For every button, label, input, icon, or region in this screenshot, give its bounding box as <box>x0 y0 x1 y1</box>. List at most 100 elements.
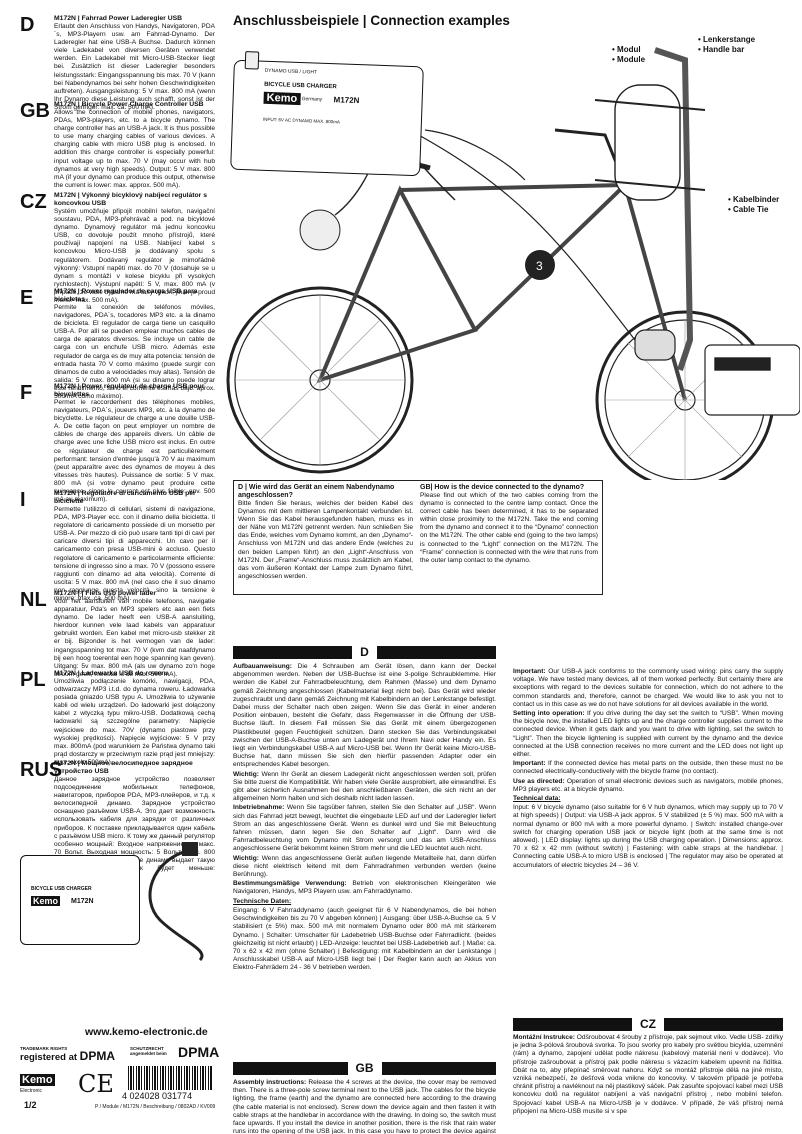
paragraph-heading: Use as directed: <box>513 777 565 785</box>
language-body: Permite la conexión de teléfonos móviles… <box>54 304 215 401</box>
trademark-block: TRADEMARK RIGHTS registered at DPMA <box>20 1046 116 1063</box>
gb-question-body: Please find out which of the two cables … <box>420 492 598 564</box>
paragraph: Inbetriebnahme: Wenn Sie tagsüber fahren… <box>233 804 496 853</box>
paragraph-heading: Wichtig: <box>233 854 259 862</box>
paragraph: Bestimmungsmäßige Verwendung: Betrieb vo… <box>233 880 496 896</box>
product-photo: BICYCLE USB CHARGER Kemo M172N <box>20 840 215 965</box>
section-cz-body: Montážní Instrukce: Odšroubovat 4 šrouby… <box>513 1034 783 1134</box>
device-graphic: DYNAMO USB / LIGHT BICYCLE USB CHARGER K… <box>230 51 424 177</box>
paragraph-text: Betrieb von elektronischen Kleingeräten … <box>233 880 496 896</box>
de-question-body: Bitte finden Sie heraus, welches der bei… <box>238 500 413 580</box>
paragraph-text: Operation of small electronic devices su… <box>513 777 783 793</box>
schutzrecht-block: SCHUTZRECHT angemeldet beim <box>130 1046 167 1056</box>
kemo-logo: Kemo Electronic <box>20 1074 55 1094</box>
paragraph-text: Wenn Sie tagsüber fahren, stellen Sie de… <box>233 804 496 853</box>
paragraph-text: Die 4 Schrauben am Gerät lösen, dann kan… <box>233 663 496 769</box>
tech-data-title: Technische Daten: <box>233 897 292 905</box>
language-block-cz: CZ M172N | Výkonný bicyklový nabíjecí reg… <box>20 192 215 305</box>
language-code: I <box>20 489 26 511</box>
barcode-number: 4 024028 031774 <box>122 1091 193 1101</box>
device-specs: INPUT: 6V AC DYNAMO MAX. 800mA <box>262 116 340 125</box>
language-title: M172N | Мощное велосипедное зарядное уст… <box>54 760 193 775</box>
language-body: Umożliwia podłączenie komórki, nawigacji… <box>54 678 215 766</box>
language-code: NL <box>20 589 47 611</box>
language-title: M172N | Power regulador de carga USB par… <box>54 288 198 303</box>
label-modul: • Modul• Module <box>612 45 646 64</box>
paragraph: Wichtig: Wenn das angeschlossene Gerät a… <box>233 855 496 880</box>
language-body: Permette l'utilizzo di cellulari, sistem… <box>54 506 215 603</box>
page-title: Anschlussbeispiele | Connection examples <box>233 13 510 28</box>
paragraph-heading: Setting into operation: <box>513 710 585 718</box>
paragraph: Use as directed: Operation of small elec… <box>513 778 783 794</box>
switch-icon <box>244 51 260 70</box>
paragraph: Assembly instructions: Release the 4 scr… <box>233 1079 496 1134</box>
language-title: M172N | Regolatore di caricamento USB pe… <box>54 490 196 505</box>
tech-data-body: Eingang: 6 V Fahrraddynamo (auch geeigne… <box>233 906 496 972</box>
tech-data-title: Technical data: <box>513 795 561 803</box>
svg-text:3: 3 <box>536 259 543 273</box>
paragraph-heading: Important: <box>513 668 546 675</box>
paragraph-heading: Wichtig: <box>233 770 259 778</box>
document-reference: P / Module / M172N / Beschreibung / 0802… <box>95 1104 216 1110</box>
device-top-label: DYNAMO USB / LIGHT <box>264 67 318 76</box>
paragraph: Important: Our USB-A jack conforms to th… <box>513 668 783 709</box>
paragraph-text: Release the 4 screws at the device, the … <box>233 1079 496 1134</box>
section-gb-header: GB <box>233 1062 496 1075</box>
section-d-header: D <box>233 646 496 659</box>
paragraph-heading: Montážní Instrukce: <box>513 1034 575 1041</box>
device-name: BICYCLE USB CHARGER <box>264 81 337 91</box>
language-block-gb: GB M172N | Bicycle Power Charge Controlle… <box>20 101 215 190</box>
language-body: Permet le raccordement des téléphones mo… <box>54 399 215 504</box>
paragraph-text: If you drive during the day set the swit… <box>513 710 783 759</box>
paragraph-heading: Important: <box>513 760 546 768</box>
usb-cable-icon <box>148 842 204 962</box>
section-gb-body-b: Important: Our USB-A jack conforms to th… <box>513 668 783 1020</box>
language-block-i: I M172N | Regolatore di caricamento USB p… <box>20 490 215 603</box>
device-country: Germany <box>301 96 323 103</box>
paragraph-text: Wenn das angeschlossene Gerät außen lieg… <box>233 854 496 879</box>
paragraph-heading: Assembly instructions: <box>233 1079 307 1086</box>
language-code: GB <box>20 100 50 122</box>
device-photo: BICYCLE USB CHARGER Kemo M172N <box>20 855 140 945</box>
paragraph-heading: Bestimmungsmäßige Verwendung: <box>233 880 347 888</box>
paragraph: Aufbauanweisung: Die 4 Schrauben am Gerä… <box>233 663 496 770</box>
language-body: Systém umožňuje připojit mobilní telefon… <box>54 208 215 305</box>
hub-dynamo-box: D | Wie wird das Gerät an einem Nabendyn… <box>233 480 603 595</box>
paragraph-heading: Aufbauanweisung: <box>233 663 292 670</box>
section-d-body: Aufbauanweisung: Die 4 Schrauben am Gerä… <box>233 663 496 1053</box>
language-title: M172N | | Fiets Usb power lader <box>54 590 157 597</box>
paragraph-text: Wenn Ihr Gerät an diesem Ladegerät nicht… <box>233 770 496 803</box>
paragraph-heading: Inbetriebnahme: <box>233 804 285 812</box>
language-block-f: F M172N | Power régulateur de charge USB … <box>20 383 215 504</box>
ce-mark: CE <box>78 1070 114 1098</box>
section-cz-header: CZ <box>513 1018 783 1031</box>
paragraph: Wichtig: Wenn Ihr Gerät an diesem Ladege… <box>233 771 496 804</box>
language-title: M172N | Výkonný bicyklový nabíjecí regul… <box>54 192 207 207</box>
bicycle-illustration: 3 <box>226 47 800 480</box>
barcode <box>128 1066 213 1090</box>
website[interactable]: www.kemo-electronic.de <box>85 1026 208 1038</box>
label-cable-tie: • Kabelbinder• Cable Tie <box>728 195 780 214</box>
language-title: M172N | Bicycle Power Charge Controller … <box>54 101 204 108</box>
paragraph-text: Our USB-A jack conforms to the commonly … <box>513 668 783 708</box>
language-title: M172N | Ładowarka USB do roweru <box>54 670 169 677</box>
device-brand: Kemo <box>263 91 301 106</box>
language-title: M172N | Power régulateur de charge USB p… <box>54 383 205 398</box>
paragraph: Important: If the connected device has m… <box>513 760 783 776</box>
language-body: Voor het aansluiten van mobile telefoons… <box>54 598 215 678</box>
tech-data-body: Input: 6 V bicycle dynamo (also suitable… <box>513 804 783 869</box>
de-question-title: D | Wie wird das Gerät an einem Nabendyn… <box>238 484 395 499</box>
language-code: F <box>20 382 33 404</box>
device-model: M172N <box>333 95 360 106</box>
language-body: Erlaubt den Anschluss von Handys, Naviga… <box>54 23 215 111</box>
language-code: CZ <box>20 191 47 213</box>
label-handlebar: • Lenkerstange• Handle bar <box>698 35 756 54</box>
paragraph-text: Odšroubovat 4 šrouby z přístroje, pak se… <box>513 1034 783 1115</box>
language-body: Allows the connection of mobile phones, … <box>54 109 215 189</box>
paragraph-text: If the connected device has metal parts … <box>513 760 783 776</box>
language-code: PL <box>20 669 46 691</box>
language-code: RUS <box>20 759 63 781</box>
